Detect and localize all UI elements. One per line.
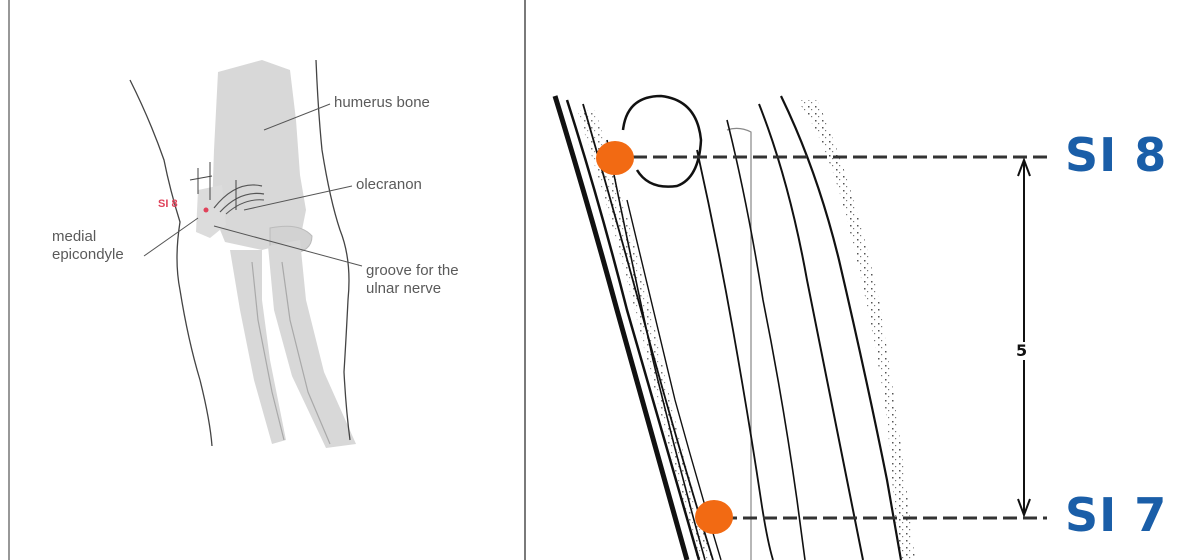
olecranon-label: olecranon <box>356 176 422 193</box>
groove-label-line1: groove for the <box>366 262 459 279</box>
si7-marker <box>695 500 733 534</box>
elbow-bone-illustration <box>0 0 525 560</box>
humerus-bone-shape <box>212 60 306 250</box>
si8-marker <box>596 141 634 175</box>
si8-point-marker <box>204 208 209 213</box>
forearm-sketch <box>527 0 1179 560</box>
olecranon-contour <box>623 96 701 187</box>
left-anatomy-panel: humerus bone olecranon medial epicondyle… <box>0 0 525 560</box>
humerus-bone-label: humerus bone <box>334 94 430 111</box>
arm-outline-left <box>130 80 212 446</box>
right-acupoint-panel: 5 SI 8 SI 7 <box>527 0 1179 560</box>
medial-label: medial <box>52 228 96 245</box>
epicondyle-label: epicondyle <box>52 246 124 263</box>
si8-label: SI 8 <box>1065 130 1167 180</box>
si7-label: SI 7 <box>1065 490 1167 540</box>
groove-label-line2: ulnar nerve <box>366 280 441 297</box>
epicondyle-leader-line <box>144 218 198 256</box>
si8-small-label: SI 8 <box>158 198 178 210</box>
measure-value-label: 5 <box>1016 342 1027 360</box>
panel-divider <box>524 0 526 560</box>
